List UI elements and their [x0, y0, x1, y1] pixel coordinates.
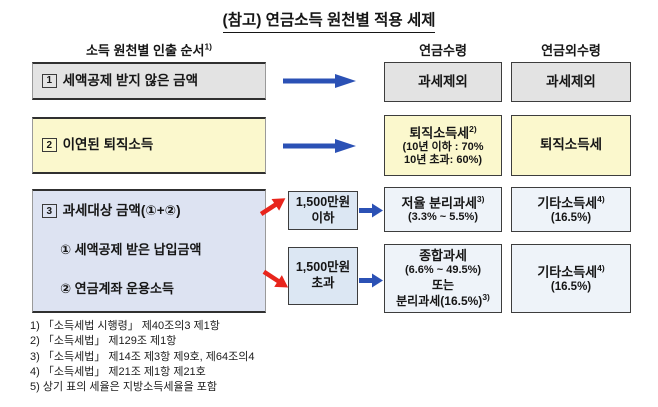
row3-high-pension-line3: 또는 [431, 277, 455, 292]
arrow-right-icon [283, 73, 357, 94]
footnote-2: 2) 「소득세법」 제129조 제1항 [30, 335, 177, 348]
row3-high-pension-line1: 종합과세 [419, 248, 467, 264]
row2-label-text: 이연된 퇴직소득 [62, 137, 154, 153]
row1-pension-label: 과세제외 [418, 73, 468, 89]
row3-high-non-pension-box: 기타소득세4) (16.5%) [511, 244, 631, 313]
red-arrow-down-right-icon [257, 265, 293, 298]
row1-non-pension-box: 과세제외 [511, 62, 631, 102]
withdraw-order-footnote-ref: 1) [204, 41, 213, 52]
row3-low-non-pension-title: 기타소득세4) [537, 194, 604, 211]
column-header-pension-receipt: 연금수령 [419, 43, 467, 58]
row3-high-condition-box: 1,500만원 초과 [288, 247, 358, 305]
footnote-3: 3) 「소득세법」 제14조 제3항 제9호, 제64조의4 [30, 350, 255, 363]
row3-low-non-pension-box: 기타소득세4) (16.5%) [511, 187, 631, 232]
red-arrow-up-right-icon [257, 191, 293, 224]
row1-source-label: 1 세액공제 받지 않은 금액 [42, 73, 198, 90]
row3-source-label: 3 과세대상 금액(①+②) [42, 203, 181, 220]
arrow-right-icon [359, 273, 384, 293]
footnotes: 1) 「소득세법 시행령」 제40조의3 제1항 2) 「소득세법」 제129조… [30, 319, 255, 395]
row3-low-non-pension-title-text: 기타소득세 [537, 195, 598, 211]
row3-low-condition-op: 이하 [311, 210, 335, 225]
row3-low-non-pension-footnote-ref: 4) [597, 193, 605, 204]
row3-low-pension-title-text: 저율 분리과세 [401, 195, 477, 211]
row2-source-label: 2 이연된 퇴직소득 [42, 137, 153, 154]
column-header-non-pension-receipt: 연금외수령 [541, 43, 601, 58]
footnote-5: 5) 상기 표의 세율은 지방소득세율을 포함 [30, 381, 217, 394]
row1-label-text: 세액공제 받지 않은 금액 [62, 72, 199, 88]
page-title: (참고) 연금소득 원천별 적용 세제 [0, 8, 658, 33]
row2-pension-title-text: 퇴직소득세 [409, 124, 470, 140]
row3-label-text: 과세대상 금액(①+②) [62, 203, 181, 218]
row2-number-box: 2 [42, 138, 57, 153]
row2-pension-title: 퇴직소득세2) [409, 124, 476, 141]
footnote-4: 4) 「소득세법」 제21조 제1항 제21호 [30, 365, 206, 378]
row3-source-box: 3 과세대상 금액(①+②) ① 세액공제 받은 납입금액 ② 연금계좌 운용소득 [32, 189, 266, 313]
row3-low-pension-footnote-ref: 3) [476, 194, 485, 205]
row3-low-pension-rate: (3.3% ~ 5.5%) [407, 211, 478, 224]
row3-number-box: 3 [42, 204, 57, 218]
row1-non-pension-label: 과세제외 [546, 73, 596, 89]
row3-low-condition-box: 1,500만원 이하 [288, 191, 358, 230]
arrow-right-icon [283, 138, 357, 159]
row2-non-pension-box: 퇴직소득세 [511, 115, 631, 176]
row3-high-pension-line2: (6.6% ~ 49.5%) [404, 264, 482, 277]
row3-high-pension-line4: 분리과세(16.5%)3) [396, 292, 490, 309]
row3-low-pension-box: 저율 분리과세3) (3.3% ~ 5.5%) [384, 187, 502, 232]
row2-pension-footnote-ref: 2) [469, 123, 477, 134]
row3-sub-item-2: ② 연금계좌 운용소득 [60, 281, 174, 297]
withdraw-order-label: 소득 원천별 인출 순서 [85, 43, 205, 58]
row2-source-box: 2 이연된 퇴직소득 [32, 117, 266, 174]
row3-high-pension-footnote-ref: 3) [482, 292, 490, 303]
row3-low-non-pension-rate: (16.5%) [550, 212, 592, 225]
row2-non-pension-label: 퇴직소득세 [539, 137, 603, 153]
row1-pension-box: 과세제외 [384, 62, 502, 102]
row3-high-non-pension-footnote-ref: 4) [597, 262, 605, 273]
row3-high-pension-line4-text: 분리과세(16.5%) [396, 294, 483, 309]
row1-source-box: 1 세액공제 받지 않은 금액 [32, 62, 266, 100]
footnote-1: 1) 「소득세법 시행령」 제40조의3 제1항 [30, 320, 220, 332]
row2-pension-detail-line2: 10년 초과: 60%) [403, 154, 483, 167]
row3-high-condition-amount: 1,500만원 [295, 260, 351, 275]
row2-pension-box: 퇴직소득세2) (10년 이하 : 70% 10년 초과: 60%) [384, 115, 502, 176]
row3-low-condition-amount: 1,500만원 [295, 194, 351, 209]
row1-number-box: 1 [42, 73, 57, 88]
column-header-withdraw-order: 소득 원천별 인출 순서1) [32, 40, 266, 59]
row3-high-condition-op: 초과 [311, 276, 335, 290]
page-title-text: (참고) 연금소득 원천별 적용 세제 [222, 8, 436, 33]
row3-high-pension-box: 종합과세 (6.6% ~ 49.5%) 또는 분리과세(16.5%)3) [384, 244, 502, 313]
arrow-right-icon [359, 203, 384, 223]
row3-high-non-pension-title-text: 기타소득세 [537, 264, 598, 280]
row3-low-pension-title: 저율 분리과세3) [402, 194, 485, 211]
row3-sub-item-1: ① 세액공제 받은 납입금액 [60, 242, 202, 258]
row3-high-non-pension-title: 기타소득세4) [537, 263, 604, 280]
row2-pension-detail-line1: (10년 이하 : 70% [402, 140, 484, 153]
row3-high-non-pension-rate: (16.5%) [550, 281, 592, 294]
